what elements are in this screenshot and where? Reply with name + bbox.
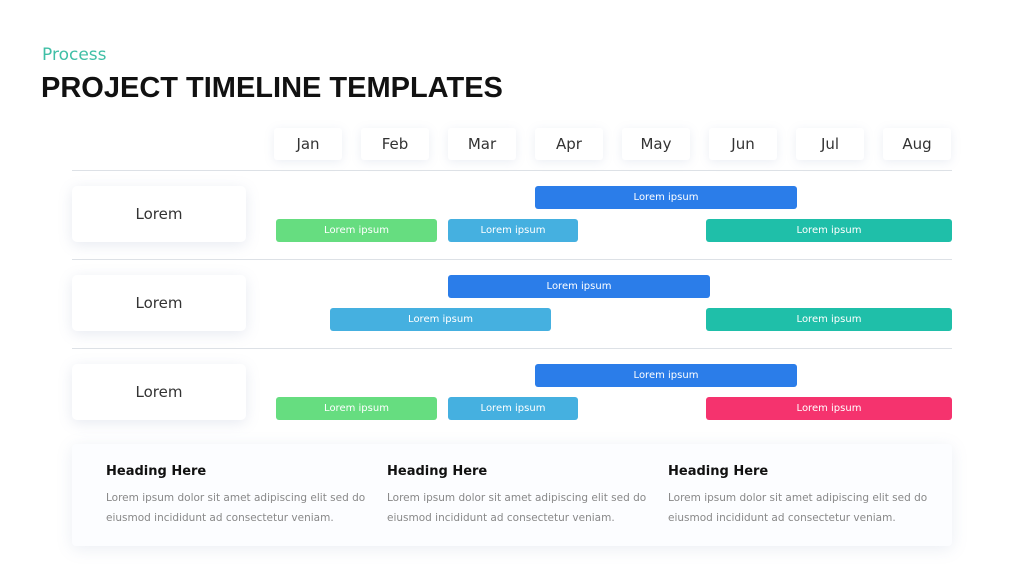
row-label: Lorem <box>72 186 246 242</box>
section-label: Process <box>42 45 107 65</box>
month-header: Jan <box>274 128 342 160</box>
timeline-bar: Lorem ipsum <box>330 308 551 331</box>
column-text: Lorem ipsum dolor sit amet adipiscing el… <box>387 492 647 524</box>
timeline-bar: Lorem ipsum <box>706 308 952 331</box>
column-text: Lorem ipsum dolor sit amet adipiscing el… <box>106 492 366 524</box>
timeline-bar: Lorem ipsum <box>706 219 952 242</box>
page-title: PROJECT TIMELINE TEMPLATES <box>41 72 503 104</box>
row-label: Lorem <box>72 364 246 420</box>
month-header: Jul <box>796 128 864 160</box>
column-text: Lorem ipsum dolor sit amet adipiscing el… <box>668 492 928 524</box>
timeline-bar: Lorem ipsum <box>276 397 437 420</box>
column-heading: Heading Here <box>106 464 207 479</box>
column-heading: Heading Here <box>668 464 769 479</box>
divider <box>72 170 952 171</box>
timeline-bar: Lorem ipsum <box>448 219 578 242</box>
month-header: Aug <box>883 128 951 160</box>
timeline-bar: Lorem ipsum <box>706 397 952 420</box>
divider <box>72 259 952 260</box>
month-header: Jun <box>709 128 777 160</box>
timeline-bar: Lorem ipsum <box>448 275 710 298</box>
month-header: Mar <box>448 128 516 160</box>
month-header: May <box>622 128 690 160</box>
month-header: Apr <box>535 128 603 160</box>
timeline-bar: Lorem ipsum <box>535 186 797 209</box>
timeline-bar: Lorem ipsum <box>276 219 437 242</box>
month-header: Feb <box>361 128 429 160</box>
column-heading: Heading Here <box>387 464 488 479</box>
timeline-bar: Lorem ipsum <box>448 397 578 420</box>
row-label: Lorem <box>72 275 246 331</box>
divider <box>72 348 952 349</box>
timeline-bar: Lorem ipsum <box>535 364 797 387</box>
